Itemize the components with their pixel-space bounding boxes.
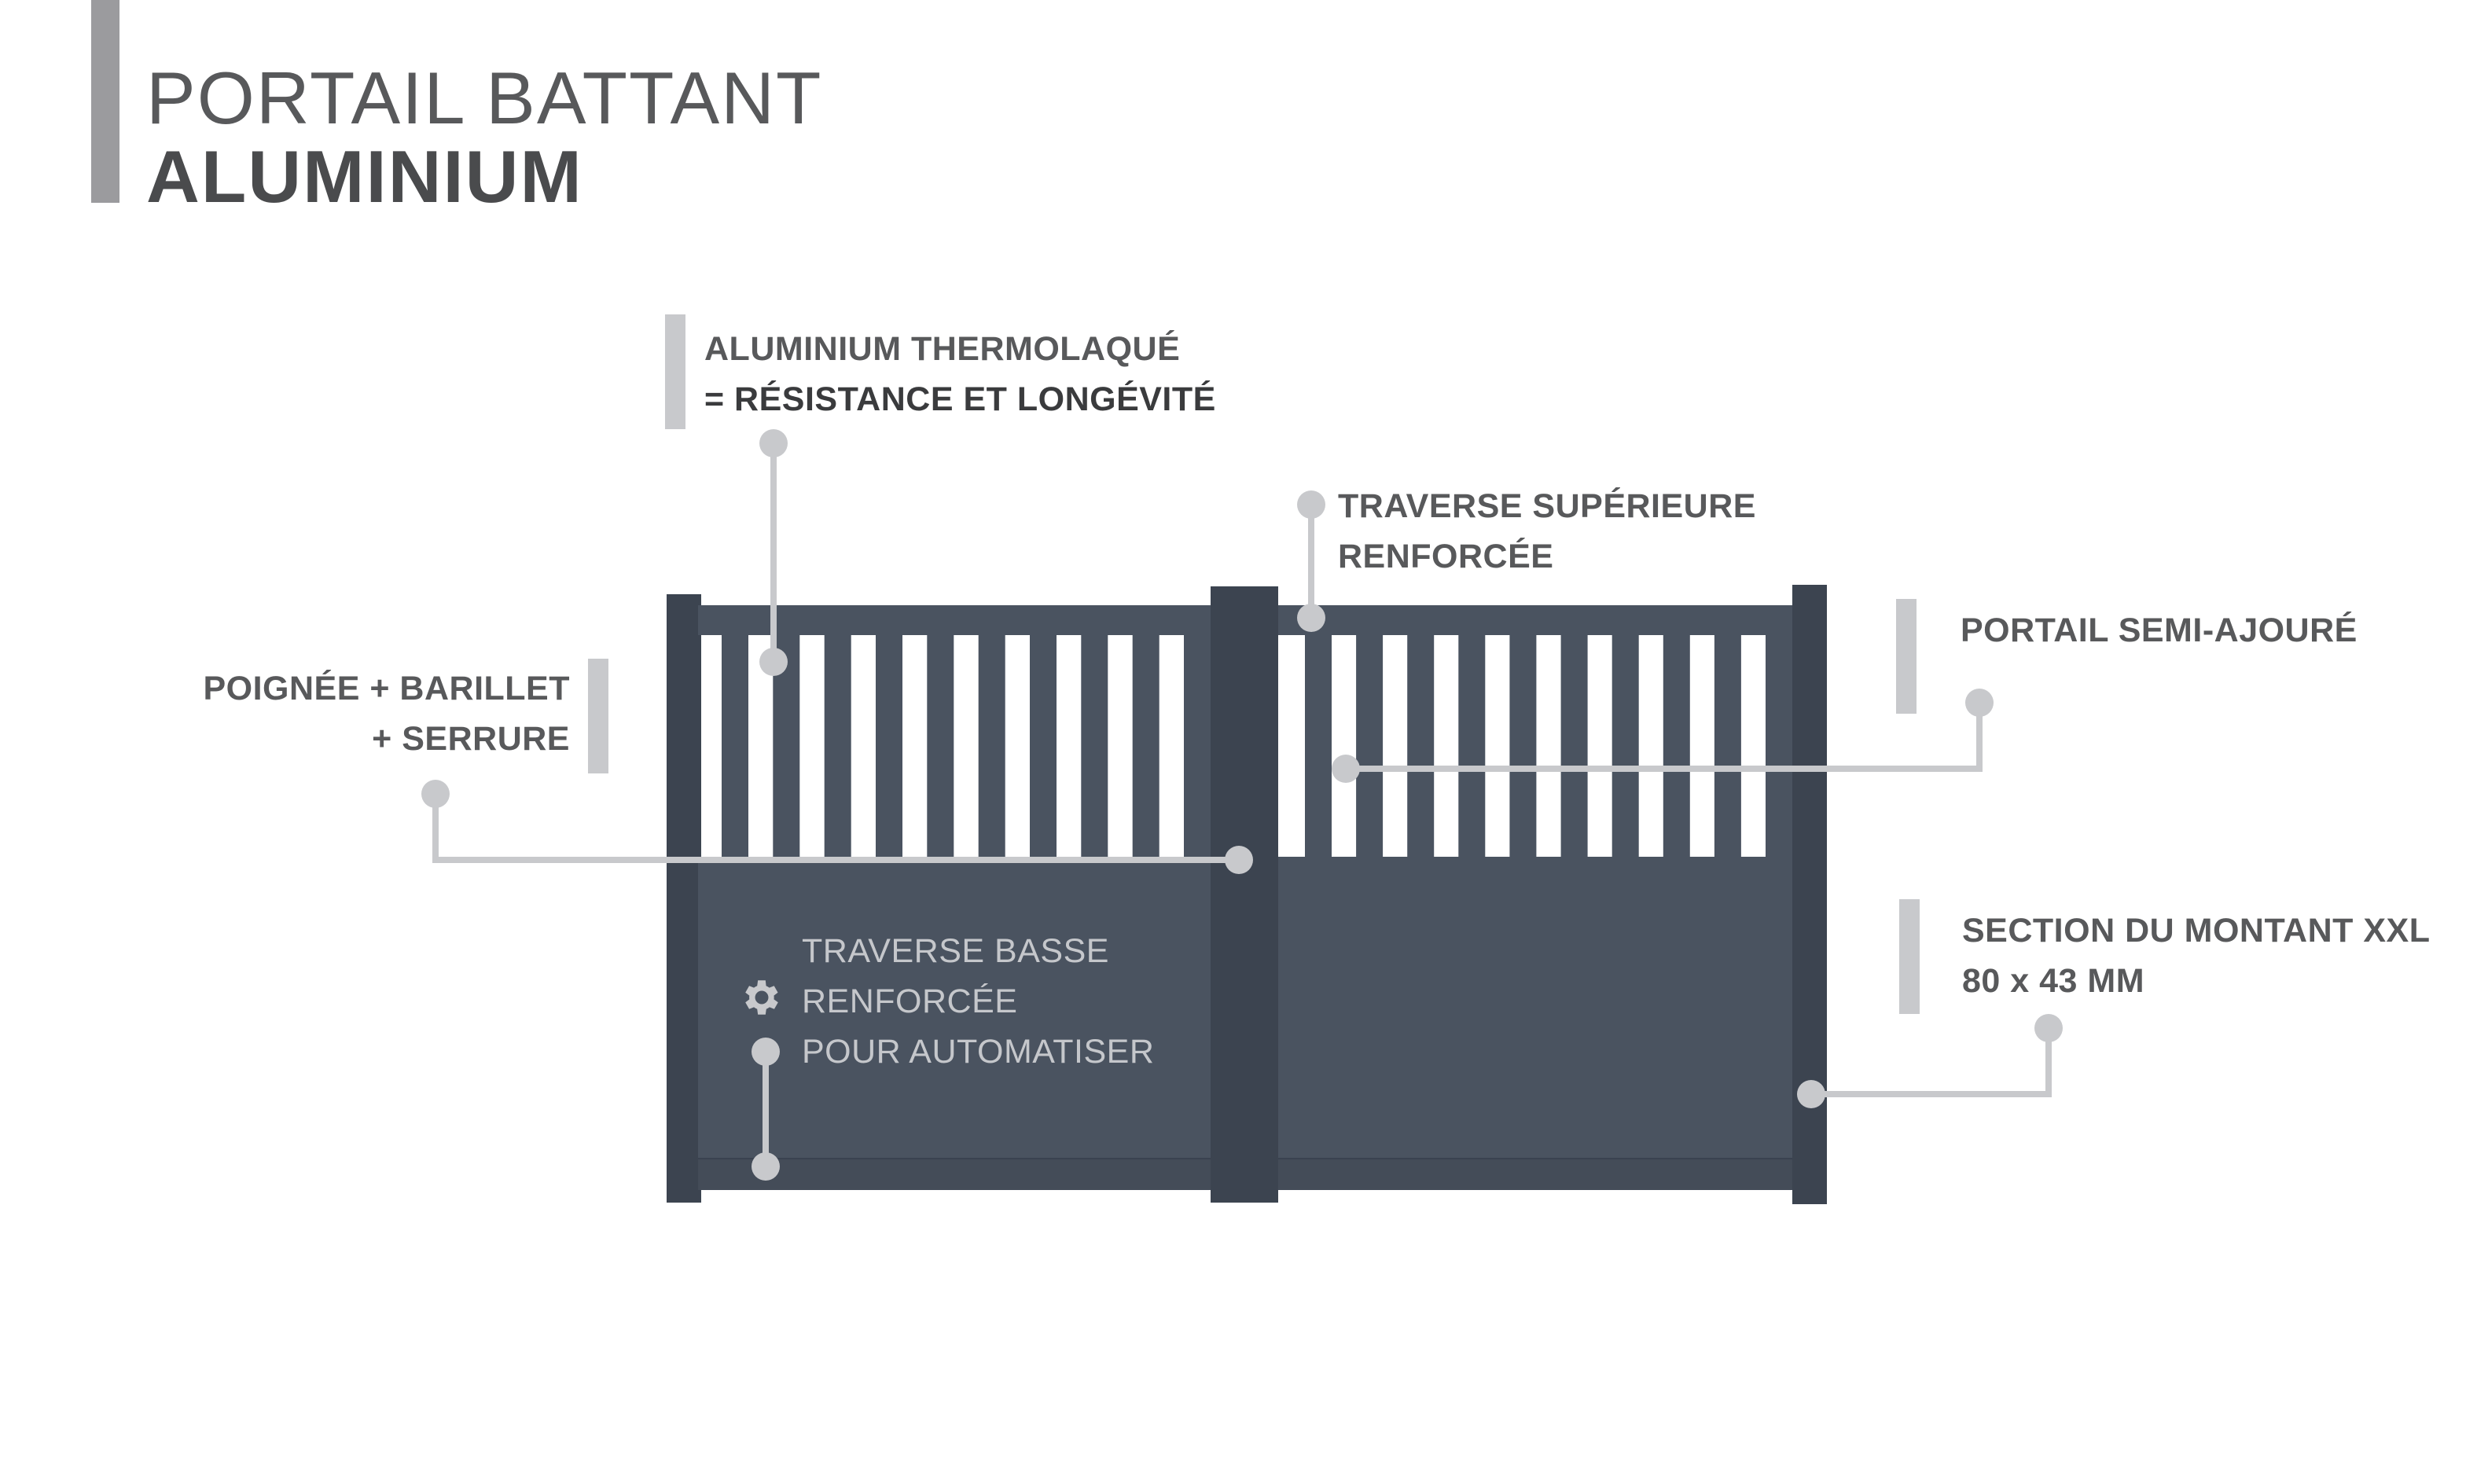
gate-post-right xyxy=(1792,585,1827,1204)
top-rail-left xyxy=(698,605,1225,635)
bottom-panel-right xyxy=(1278,893,1797,1190)
callout-bar-post-section xyxy=(1899,899,1920,1014)
bars-right xyxy=(1305,635,1792,857)
gate-stile-left-center xyxy=(1211,586,1245,1203)
gate-picket xyxy=(927,635,954,857)
gate-right-leaf xyxy=(1245,585,1827,1204)
gate-picket xyxy=(824,635,851,857)
callout-dot xyxy=(1332,755,1360,783)
callout-dot xyxy=(759,648,788,676)
callout-label-handle: POIGNÉE + BARILLET + SERRURE xyxy=(203,663,570,764)
leader-semi-open xyxy=(1346,703,1983,772)
gate-stile-right-center xyxy=(1245,586,1278,1203)
bottom-rail-right xyxy=(1278,1159,1797,1190)
leader-post-section xyxy=(1810,1028,2052,1097)
callout-dot xyxy=(421,780,450,808)
callout-dot xyxy=(1965,689,1994,717)
callout-dot xyxy=(1225,846,1253,874)
callout-dot xyxy=(1297,604,1325,632)
callout-bar-handle xyxy=(588,659,608,773)
callout-label-post-section: SECTION DU MONTANT XXL 80 x 43 MM xyxy=(1962,905,2430,1006)
gate-picket xyxy=(1184,635,1211,857)
callout-dot xyxy=(759,429,788,457)
gate-picket xyxy=(1407,635,1435,857)
callout-dot xyxy=(752,1152,780,1181)
page-title-line2: ALUMINIUM xyxy=(146,135,583,218)
gate-left-leaf xyxy=(667,586,1245,1203)
page-title-line1: PORTAIL BATTANT xyxy=(146,57,823,139)
callout-line: TRAVERSE SUPÉRIEURE xyxy=(1338,487,1756,525)
callout-label-semi-open: PORTAIL SEMI-AJOURÉ xyxy=(1961,605,2358,656)
callout-line: 80 x 43 MM xyxy=(1962,962,2145,1000)
callout-line: ALUMINIUM THERMOLAQUÉ xyxy=(704,330,1181,368)
callout-label-bottom-rail: TRAVERSE BASSE RENFORCÉE POUR AUTOMATISE… xyxy=(802,926,1154,1077)
gate-picket xyxy=(1714,635,1741,857)
callout-line: = RÉSISTANCE ET LONGÉVITÉ xyxy=(704,380,1216,418)
gate-picket xyxy=(978,635,1005,857)
callout-label-top-rail: TRAVERSE SUPÉRIEURE RENFORCÉE xyxy=(1338,481,1756,582)
gate-picket xyxy=(1132,635,1159,857)
callout-dot xyxy=(2034,1014,2063,1042)
gate-picket xyxy=(1030,635,1057,857)
gate-picket xyxy=(1356,635,1384,857)
gate-picket xyxy=(1560,635,1588,857)
gate-post-left xyxy=(667,594,701,1203)
gate-picket xyxy=(1081,635,1108,857)
bars-left xyxy=(722,635,1211,857)
bottom-panel-left xyxy=(698,893,1225,1190)
callout-line: TRAVERSE BASSE xyxy=(802,932,1109,970)
gate-picket xyxy=(1766,635,1792,857)
gate-picket xyxy=(1509,635,1537,857)
callout-line: PORTAIL SEMI-AJOURÉ xyxy=(1961,612,2358,649)
mid-rail-right xyxy=(1278,857,1797,893)
gate-picket xyxy=(1458,635,1486,857)
gate-picket xyxy=(1612,635,1639,857)
bottom-rail-left xyxy=(698,1159,1225,1190)
callout-dot xyxy=(1797,1080,1825,1108)
callout-line: RENFORCÉE xyxy=(802,983,1018,1020)
gate-picket xyxy=(722,635,748,857)
gate-picket xyxy=(876,635,902,857)
leader-handle xyxy=(432,794,1239,863)
callout-bar-semi-open xyxy=(1896,599,1917,714)
callout-bar-material xyxy=(665,314,685,429)
callout-line: + SERRURE xyxy=(372,720,570,758)
callout-line: RENFORCÉE xyxy=(1338,538,1554,575)
title-accent-bar xyxy=(91,0,119,203)
callout-dot xyxy=(752,1038,780,1066)
gear-icon xyxy=(745,980,778,1015)
callout-line: SECTION DU MONTANT XXL xyxy=(1962,912,2431,950)
callout-label-material: ALUMINIUM THERMOLAQUÉ = RÉSISTANCE ET LO… xyxy=(704,324,1216,424)
callout-line: POIGNÉE + BARILLET xyxy=(203,670,570,707)
top-rail-right xyxy=(1278,605,1797,635)
callout-line: POUR AUTOMATISER xyxy=(802,1033,1155,1071)
callout-dot xyxy=(1297,490,1325,519)
gate-picket xyxy=(1663,635,1690,857)
gate-picket xyxy=(1305,635,1332,857)
